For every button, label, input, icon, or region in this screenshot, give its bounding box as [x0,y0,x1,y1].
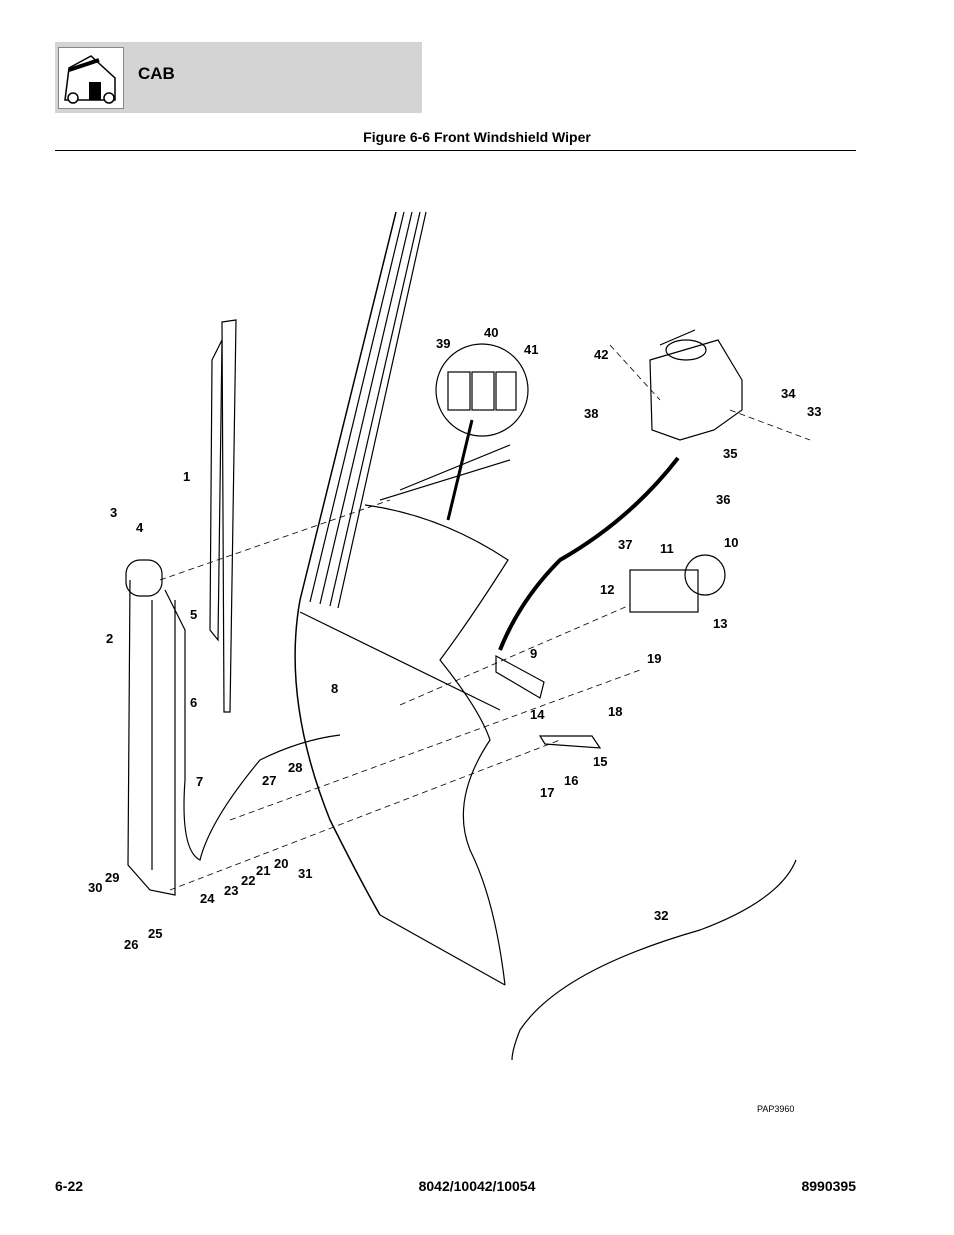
drawing-code: PAP3960 [757,1104,794,1114]
title-rule [55,150,856,151]
callout-31: 31 [298,866,312,881]
callout-10: 10 [724,535,738,550]
callout-39: 39 [436,336,450,351]
callout-8: 8 [331,681,338,696]
model-numbers: 8042/10042/10054 [418,1178,536,1194]
callout-22: 22 [241,873,255,888]
callout-16: 16 [564,773,578,788]
callout-30: 30 [88,880,102,895]
document-number: 8990395 [801,1178,856,1194]
callout-6: 6 [190,695,197,710]
callout-34: 34 [781,386,796,401]
figure-title: Figure 6-6 Front Windshield Wiper [363,129,591,145]
callout-24: 24 [200,891,215,906]
callout-38: 38 [584,406,598,421]
callout-29: 29 [105,870,119,885]
page-number: 6-22 [55,1178,84,1194]
callout-25: 25 [148,926,162,941]
callout-41: 41 [524,342,538,357]
callout-15: 15 [593,754,607,769]
callout-4: 4 [136,520,144,535]
callout-21: 21 [256,863,270,878]
callout-42: 42 [594,347,608,362]
callout-5: 5 [190,607,197,622]
telehandler-cab-icon [58,47,124,109]
callout-35: 35 [723,446,737,461]
callout-13: 13 [713,616,727,631]
callout-27: 27 [262,773,276,788]
callout-40: 40 [484,325,498,340]
callout-9: 9 [530,646,537,661]
callout-33: 33 [807,404,821,419]
callout-18: 18 [608,704,622,719]
callout-1: 1 [183,469,190,484]
callout-7: 7 [196,774,203,789]
callout-23: 23 [224,883,238,898]
callout-28: 28 [288,760,302,775]
callout-20: 20 [274,856,288,871]
callout-36: 36 [716,492,730,507]
callout-17: 17 [540,785,554,800]
callout-37: 37 [618,537,632,552]
callout-19: 19 [647,651,661,666]
callout-32: 32 [654,908,668,923]
section-title: CAB [138,64,175,83]
callout-26: 26 [124,937,138,952]
callout-12: 12 [600,582,614,597]
callout-3: 3 [110,505,117,520]
callout-2: 2 [106,631,113,646]
callout-11: 11 [660,541,674,556]
callout-14: 14 [530,707,545,722]
